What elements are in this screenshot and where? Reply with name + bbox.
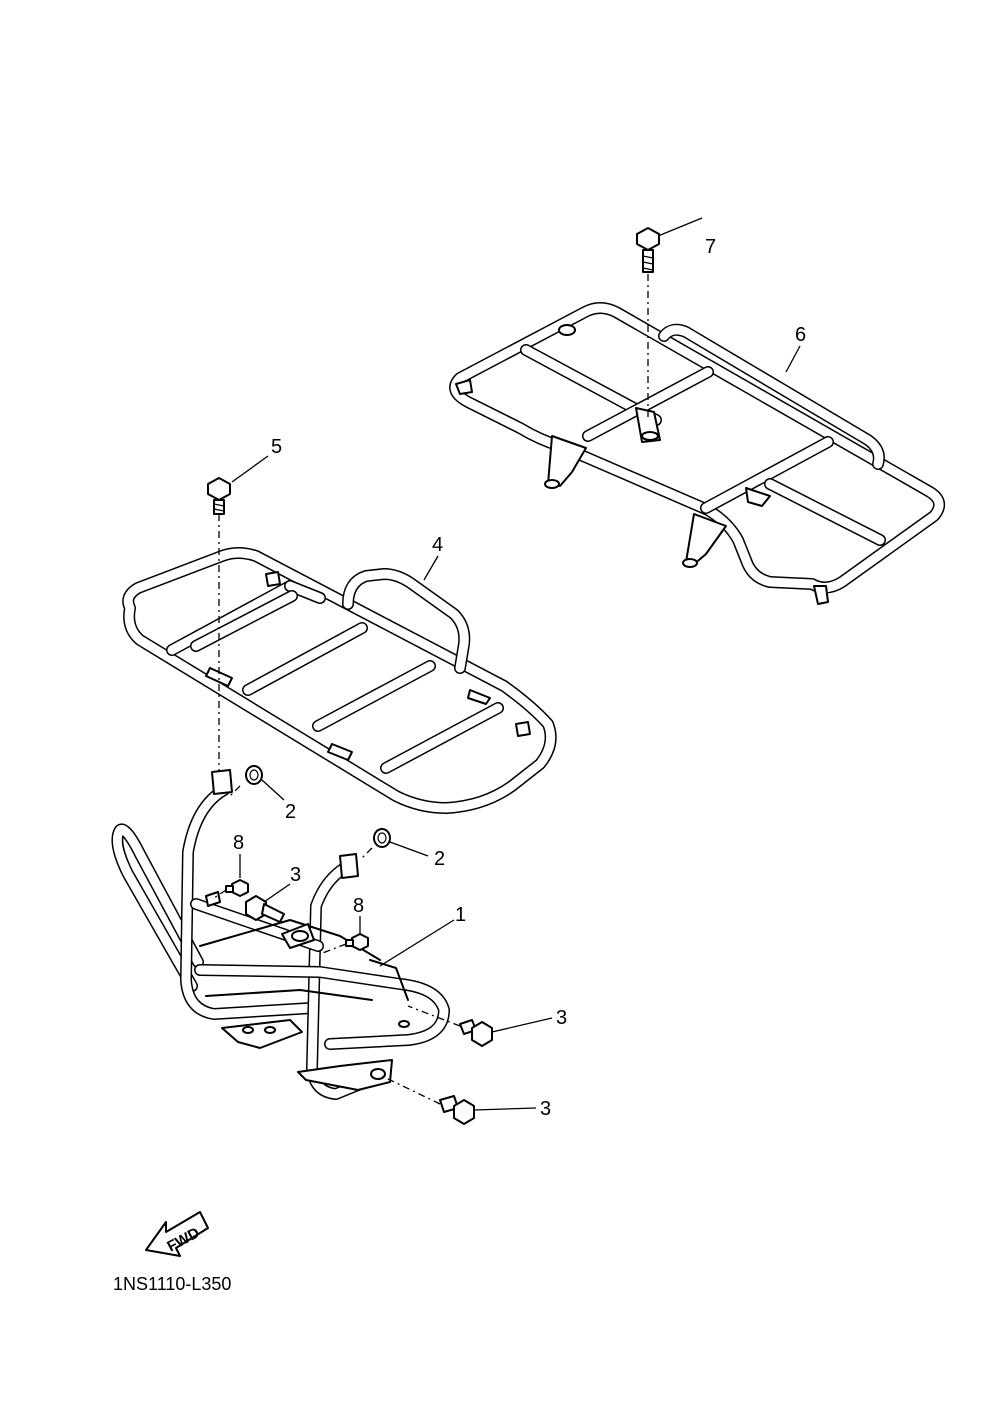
bolt-3-upper bbox=[245, 895, 285, 923]
callout-8-right: 8 bbox=[353, 895, 364, 917]
bolt-3-lower bbox=[439, 1095, 475, 1125]
diagram-code: 1NS1110-L350 bbox=[113, 1274, 231, 1294]
front-guard bbox=[111, 769, 450, 1100]
callout-4: 4 bbox=[432, 534, 443, 556]
bolt-8-left bbox=[225, 879, 249, 897]
callout-8-left: 8 bbox=[233, 832, 244, 854]
bolt-3-middle bbox=[459, 1019, 493, 1047]
rear-carrier bbox=[449, 302, 946, 605]
grommet-2-lower bbox=[373, 828, 391, 848]
fwd-arrow-icon: FWD bbox=[145, 1211, 209, 1257]
callout-1: 1 bbox=[455, 904, 466, 926]
bolt-8-right bbox=[345, 933, 369, 951]
callout-6: 6 bbox=[795, 324, 806, 346]
callout-2-upper: 2 bbox=[285, 801, 296, 823]
callout-7: 7 bbox=[705, 236, 716, 258]
grommet-2-upper bbox=[245, 765, 263, 785]
callout-3-lower: 3 bbox=[540, 1098, 551, 1120]
leader-lines bbox=[231, 217, 801, 1111]
bolt-7 bbox=[636, 227, 660, 273]
callout-2-lower: 2 bbox=[434, 848, 445, 870]
front-carrier bbox=[122, 547, 557, 814]
callout-5: 5 bbox=[271, 436, 282, 458]
bolt-5 bbox=[207, 477, 231, 515]
callout-3-middle: 3 bbox=[556, 1007, 567, 1029]
callout-3-upper: 3 bbox=[290, 864, 301, 886]
